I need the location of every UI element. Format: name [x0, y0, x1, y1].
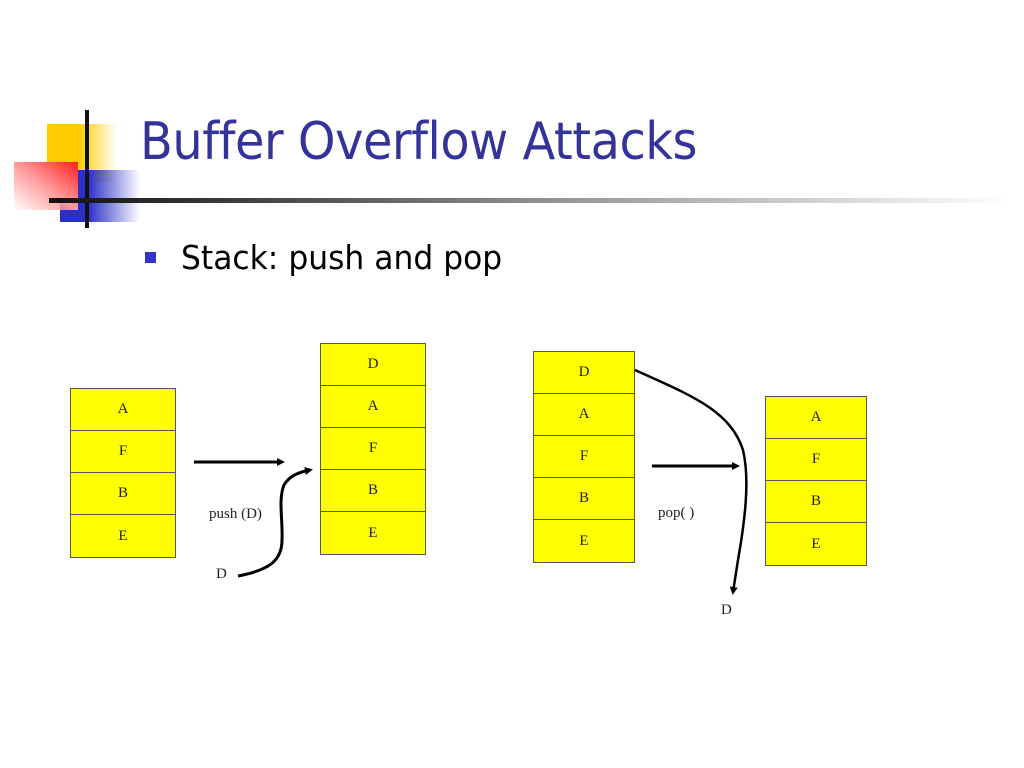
bullet-text: Stack: push and pop: [181, 238, 503, 277]
bullet-square-icon: [145, 252, 156, 263]
stack-cell: A: [321, 386, 425, 428]
stack-cell: E: [118, 527, 128, 544]
stack-cell: A: [534, 394, 634, 436]
stack-cell: F: [766, 439, 866, 481]
pop-before-stack: D A F B E: [533, 351, 635, 563]
stack-cell: A: [766, 397, 866, 439]
pop-operation-label: pop( ): [658, 505, 695, 521]
pop-element-arrow: [634, 368, 748, 595]
stack-cell: B: [766, 481, 866, 523]
title-underline: [49, 198, 1009, 203]
push-after-stack: D A F B E: [320, 343, 426, 555]
pop-element-label: D: [721, 602, 732, 618]
stack-cell: D: [321, 344, 425, 386]
pop-after-stack: A F B E: [765, 396, 867, 566]
stack-cell: F: [321, 428, 425, 470]
stack-cell: D: [534, 352, 634, 394]
stack-cell: B: [321, 470, 425, 512]
stack-cell: B: [534, 478, 634, 520]
push-element-arrow: [237, 467, 313, 578]
decor-vertical-line: [85, 110, 89, 228]
push-before-stack: A F B E: [70, 388, 176, 558]
push-operation-label: push (D): [209, 506, 262, 522]
stack-cell: A: [71, 389, 175, 431]
stack-cell: E: [368, 524, 378, 541]
stack-cell: F: [534, 436, 634, 478]
slide-title: Buffer Overflow Attacks: [140, 112, 698, 172]
stack-cell: E: [579, 532, 589, 549]
stack-cell: B: [71, 473, 175, 515]
bullet-item: Stack: push and pop: [145, 238, 519, 277]
stack-cell: F: [71, 431, 175, 473]
stack-cell: E: [811, 535, 821, 552]
push-element-label: D: [216, 566, 227, 582]
